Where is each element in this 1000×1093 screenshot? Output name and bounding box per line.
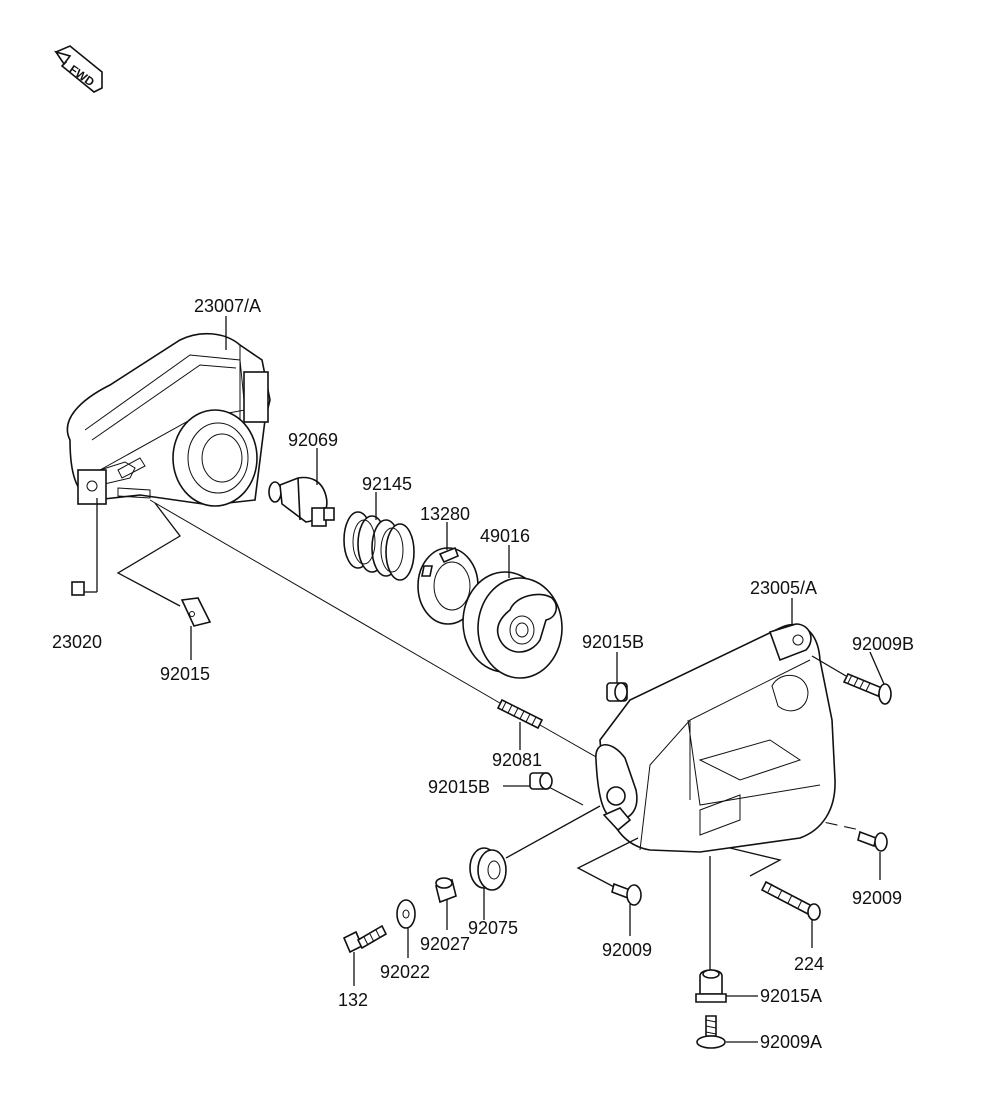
part-132-bolt (342, 924, 388, 954)
label-92015: 92015 (160, 664, 210, 684)
part-92015B-top (606, 682, 628, 702)
label-23020: 23020 (52, 632, 102, 652)
label-23005A: 23005/A (750, 578, 817, 598)
headlight-housing (66, 332, 271, 507)
part-92145-spring (343, 511, 415, 581)
label-92081: 92081 (492, 750, 542, 770)
part-49016-cover (462, 571, 563, 679)
label-92027: 92027 (420, 934, 470, 954)
label-92022: 92022 (380, 962, 430, 982)
label-92009B: 92009B (852, 634, 914, 654)
part-92009A-screw (696, 1015, 726, 1049)
label-92009-right: 92009 (852, 888, 902, 908)
label-92145: 92145 (362, 474, 412, 494)
label-92009A: 92009A (760, 1032, 822, 1052)
part-92022-washer (396, 899, 416, 929)
part-92075-grommet (469, 847, 507, 891)
part-92015A-collar (695, 969, 727, 1003)
label-92015A: 92015A (760, 986, 822, 1006)
label-49016: 49016 (480, 526, 530, 546)
part-92069-bulb (268, 476, 335, 527)
label-92015B-top: 92015B (582, 632, 644, 652)
label-92015B-mid: 92015B (428, 777, 490, 797)
label-224: 224 (794, 954, 824, 974)
part-92027-sleeve (435, 877, 457, 904)
part-92015B-mid (529, 772, 553, 790)
label-92075: 92075 (468, 918, 518, 938)
label-13280: 13280 (420, 504, 470, 524)
part-92009B-screw (842, 672, 892, 705)
headlight-cover (595, 623, 836, 853)
label-132: 132 (338, 990, 368, 1010)
label-92009-bottom: 92009 (602, 940, 652, 960)
label-23007A: 23007/A (194, 296, 261, 316)
fwd-arrow-icon: FWD (54, 45, 103, 93)
part-92009-bottom-screw (611, 882, 642, 906)
label-92069: 92069 (288, 430, 338, 450)
part-92015 (180, 597, 212, 627)
part-92009-right-screw (857, 830, 888, 852)
part-23020 (71, 581, 85, 596)
part-224-long-bolt (760, 880, 821, 921)
part-92081-stud (496, 698, 544, 730)
